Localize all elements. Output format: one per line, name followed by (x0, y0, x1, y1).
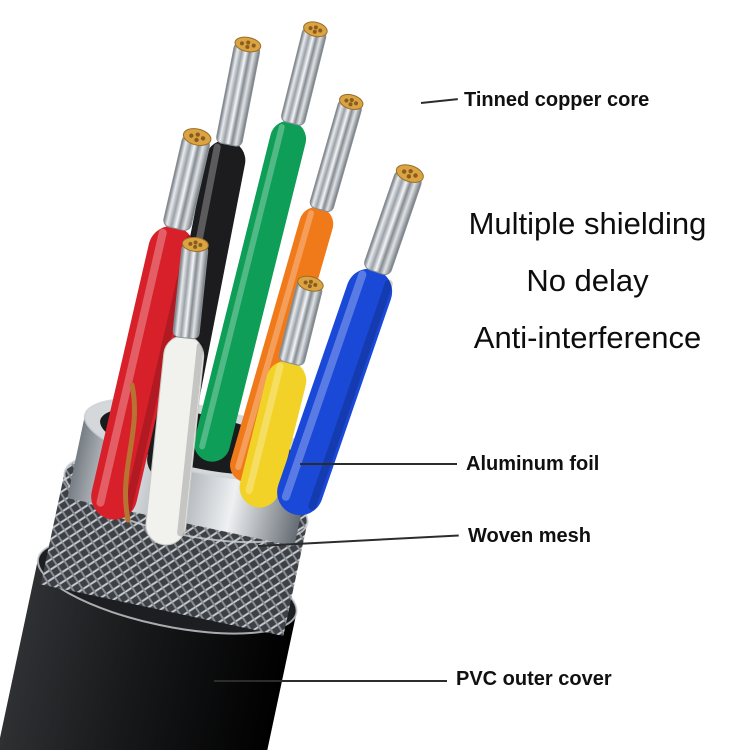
bare-copper-wire (123, 382, 137, 523)
wire-yellow (239, 275, 324, 508)
wire-blue (277, 164, 424, 516)
headline-line-2: No delay (526, 263, 649, 298)
headline-line-1: Multiple shielding (468, 206, 707, 241)
wire-white (145, 236, 209, 546)
headline-line-3: Anti-interference (473, 320, 702, 355)
pvc-outer-cover-label: PVC outer cover (456, 668, 612, 690)
tinned-copper-core-label: Tinned copper core (464, 89, 650, 111)
woven-mesh-label: Woven mesh (468, 525, 591, 547)
wires (91, 21, 424, 546)
pvc-outer-cover-line (214, 680, 447, 682)
wire-green (194, 21, 328, 462)
aluminum-foil-line (300, 463, 457, 465)
aluminum-foil-label: Aluminum foil (466, 453, 600, 475)
headline-block: Multiple shielding No delay Anti-interfe… (440, 208, 735, 379)
